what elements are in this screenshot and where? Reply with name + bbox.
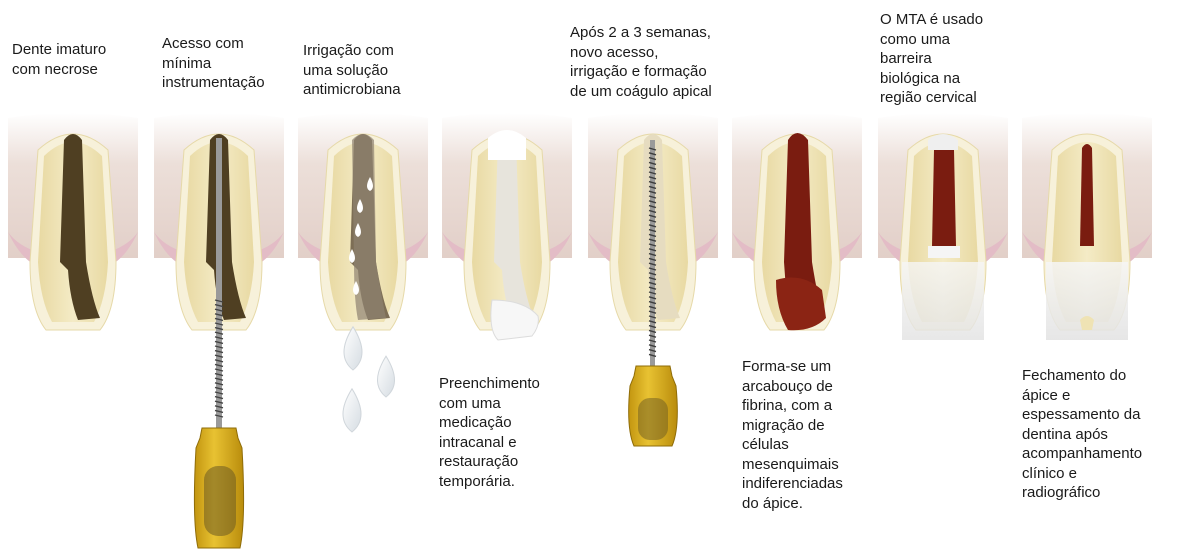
mta-barrier xyxy=(928,246,960,258)
caption-step-1: Dente imaturo com necrose xyxy=(12,40,106,79)
tooth-panel-3 xyxy=(298,113,428,432)
caption-step-5: Após 2 a 3 semanas, novo acesso, irrigaç… xyxy=(570,23,712,101)
caption-step-7: O MTA é usado como uma barreira biológic… xyxy=(880,10,983,108)
caption-step-8: Fechamento do ápice e espessamento da de… xyxy=(1022,366,1142,503)
tooth-panel-5 xyxy=(588,113,718,446)
caption-step-2: Acesso com mínima instrumentação xyxy=(162,34,265,93)
caption-step-3: Irrigação com uma solução antimicrobiana xyxy=(303,41,401,100)
caption-step-6: Forma-se um arcabouço de fibrina, com a … xyxy=(742,357,843,513)
blood-clot xyxy=(932,144,956,246)
tooth-panel-2 xyxy=(154,113,284,548)
irrigant-drop xyxy=(344,327,362,370)
temporary-restoration xyxy=(488,130,526,160)
caption-step-4: Preenchimento com uma medicação intracan… xyxy=(439,374,540,491)
irrigant-drop xyxy=(378,356,395,397)
tooth-panel-8 xyxy=(1022,113,1152,340)
irrigant-drop xyxy=(343,389,361,432)
tooth-panel-7 xyxy=(878,113,1008,340)
closed-apex xyxy=(1080,316,1094,330)
tooth-panel-6 xyxy=(732,113,862,330)
tooth-panel-4 xyxy=(442,113,572,340)
narrowed-canal xyxy=(1080,144,1094,246)
tooth-panel-1 xyxy=(8,113,138,330)
restoration xyxy=(902,262,984,340)
